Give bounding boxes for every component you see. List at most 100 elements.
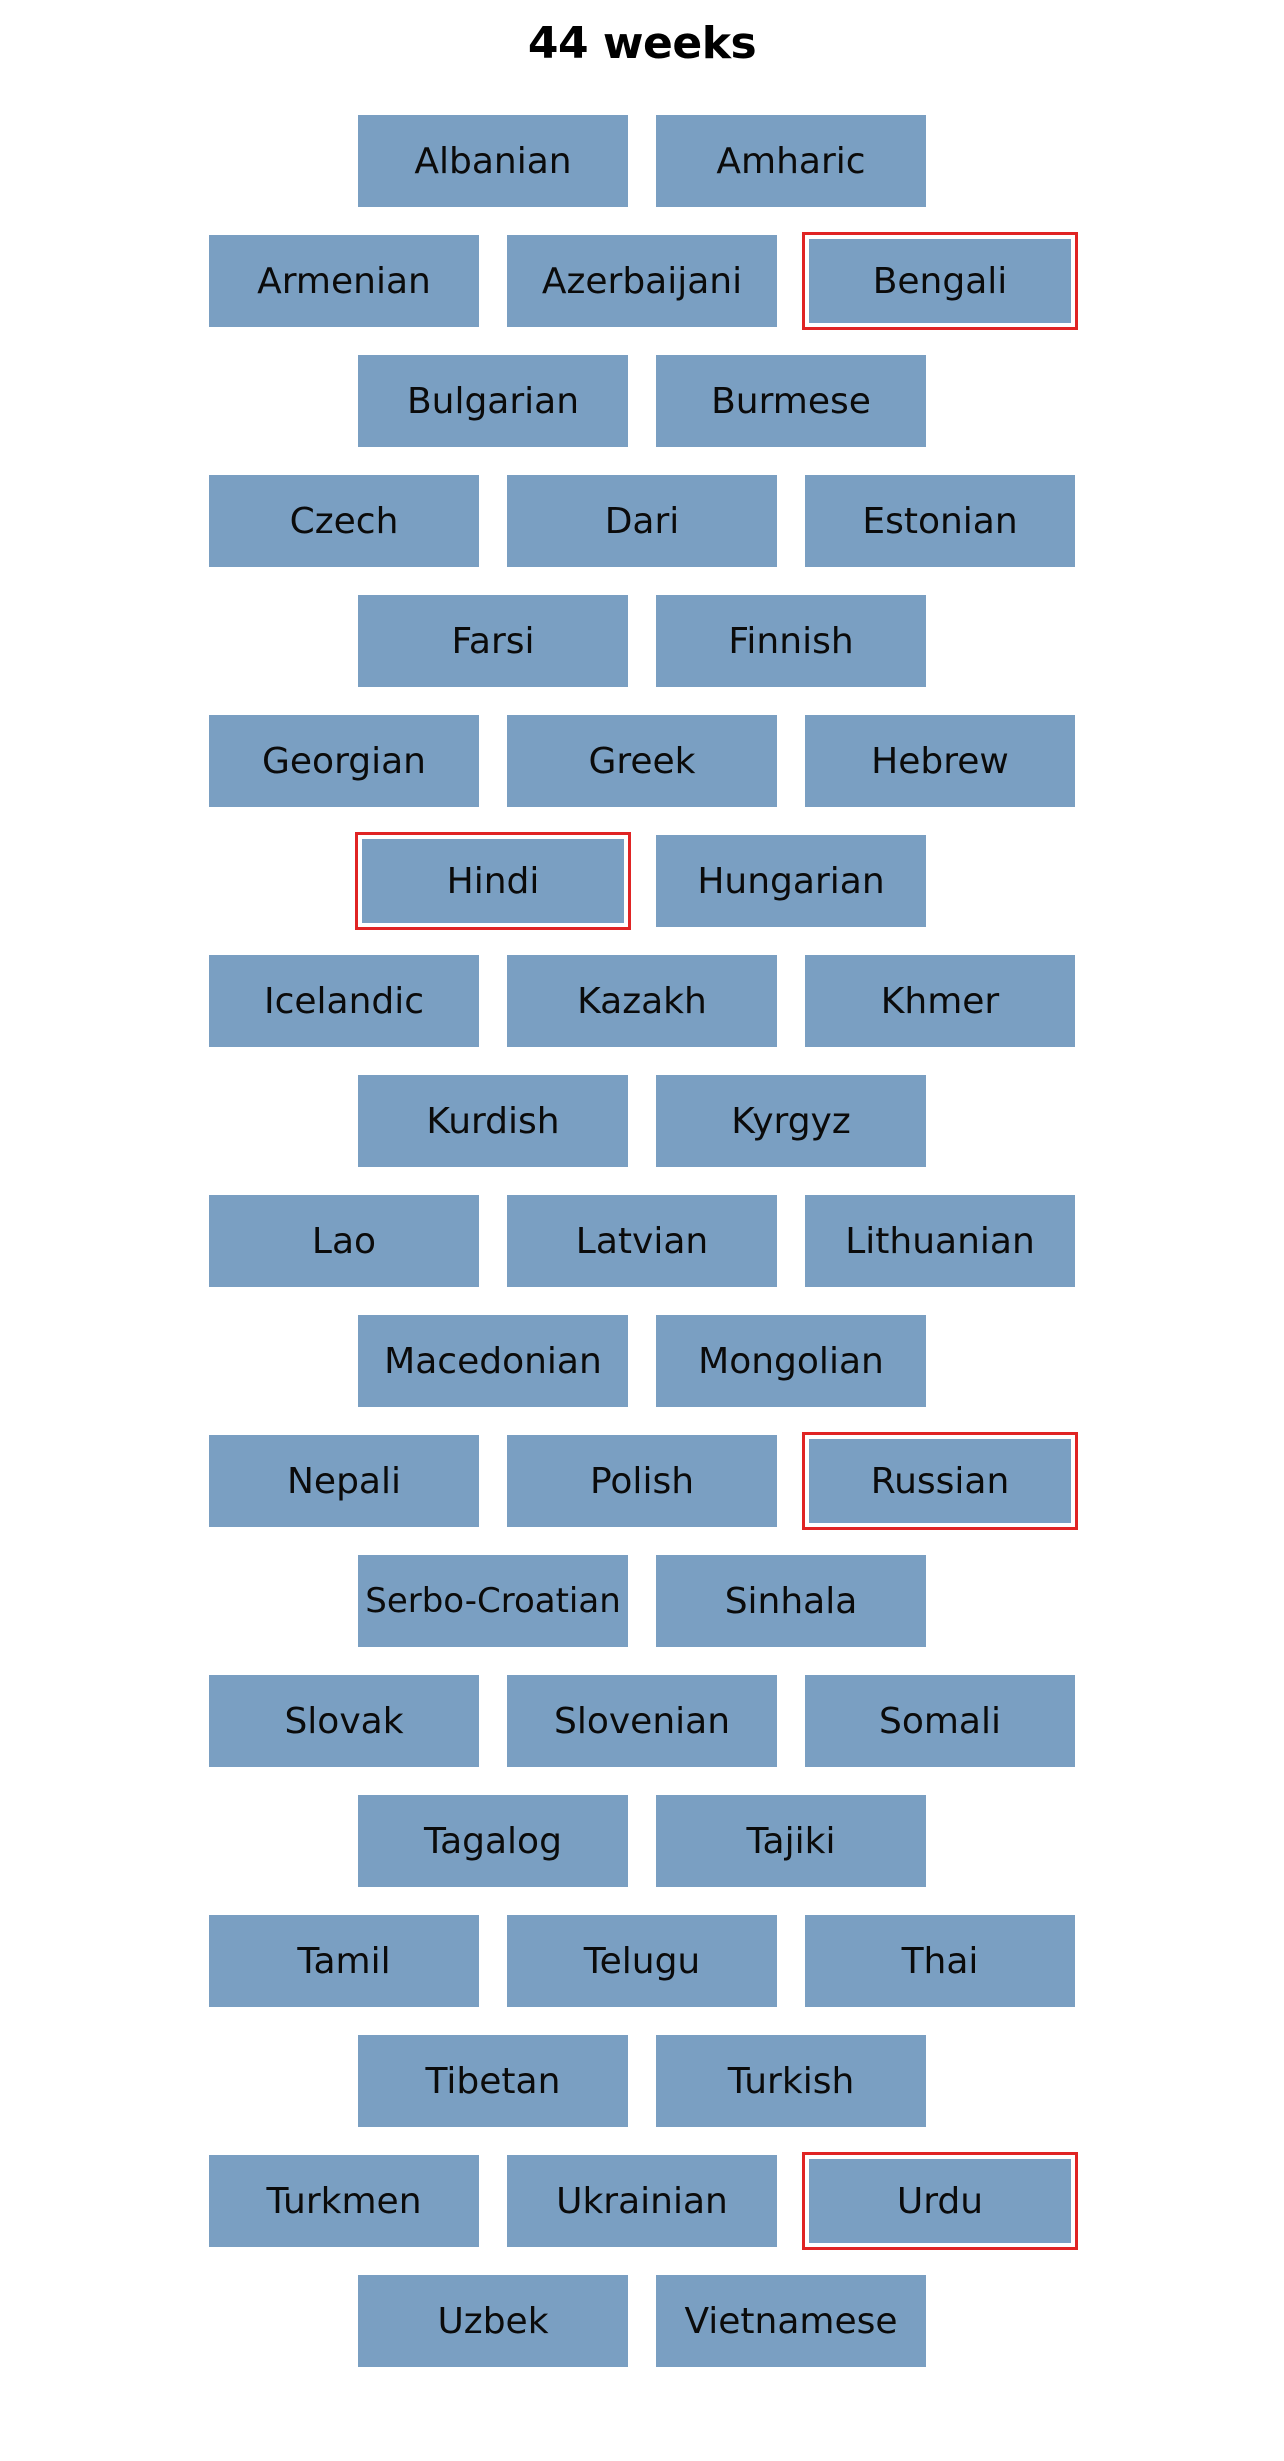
- tile-row: Serbo-Croatian Sinhala: [0, 1555, 1284, 1647]
- language-tile-tamil[interactable]: Tamil: [209, 1915, 479, 2007]
- language-tile-greek[interactable]: Greek: [507, 715, 777, 807]
- language-tile-turkish[interactable]: Turkish: [656, 2035, 926, 2127]
- language-label: Sinhala: [724, 1580, 858, 1622]
- language-label: Amharic: [716, 140, 866, 182]
- language-label: Latvian: [575, 1220, 709, 1262]
- tile-row: Turkmen Ukrainian Urdu: [0, 2152, 1284, 2250]
- language-label: Urdu: [896, 2180, 984, 2222]
- language-label: Uzbek: [437, 2300, 549, 2342]
- tile-row: Nepali Polish Russian: [0, 1432, 1284, 1530]
- language-label: Hungarian: [697, 860, 885, 902]
- tile-row: Farsi Finnish: [0, 595, 1284, 687]
- language-label: Tajiki: [746, 1820, 836, 1862]
- language-label: Ukrainian: [556, 2180, 728, 2222]
- language-tile-czech[interactable]: Czech: [209, 475, 479, 567]
- language-tile-dari[interactable]: Dari: [507, 475, 777, 567]
- tile-row: Tagalog Tajiki: [0, 1795, 1284, 1887]
- language-label: Serbo-Croatian: [365, 1581, 621, 1621]
- tile-row: Tibetan Turkish: [0, 2035, 1284, 2127]
- language-tile-hebrew[interactable]: Hebrew: [805, 715, 1075, 807]
- language-label: Farsi: [451, 620, 535, 662]
- language-tile-kazakh[interactable]: Kazakh: [507, 955, 777, 1047]
- language-tile-mongolian[interactable]: Mongolian: [656, 1315, 926, 1407]
- language-label: Kyrgyz: [731, 1100, 851, 1142]
- language-tile-hungarian[interactable]: Hungarian: [656, 835, 926, 927]
- language-label: Kurdish: [426, 1100, 560, 1142]
- language-tile-macedonian[interactable]: Macedonian: [358, 1315, 628, 1407]
- language-tile-icelandic[interactable]: Icelandic: [209, 955, 479, 1047]
- language-tile-nepali[interactable]: Nepali: [209, 1435, 479, 1527]
- language-label: Turkish: [727, 2060, 855, 2102]
- tile-row: Armenian Azerbaijani Bengali: [0, 232, 1284, 330]
- language-label: Hebrew: [871, 740, 1009, 782]
- language-label: Thai: [901, 1940, 979, 1982]
- language-tile-tajiki[interactable]: Tajiki: [656, 1795, 926, 1887]
- language-tile-hindi[interactable]: Hindi: [355, 832, 631, 930]
- language-tile-tibetan[interactable]: Tibetan: [358, 2035, 628, 2127]
- language-tile-telugu[interactable]: Telugu: [507, 1915, 777, 2007]
- language-label: Hindi: [446, 860, 540, 902]
- language-tile-bengali[interactable]: Bengali: [802, 232, 1078, 330]
- language-label: Telugu: [583, 1940, 701, 1982]
- language-tile-bulgarian[interactable]: Bulgarian: [358, 355, 628, 447]
- language-label: Albanian: [414, 140, 572, 182]
- language-tile-khmer[interactable]: Khmer: [805, 955, 1075, 1047]
- language-tile-polish[interactable]: Polish: [507, 1435, 777, 1527]
- language-label: Icelandic: [263, 980, 425, 1022]
- language-label: Kazakh: [577, 980, 707, 1022]
- language-label: Tibetan: [425, 2060, 561, 2102]
- language-label: Estonian: [862, 500, 1018, 542]
- language-tile-armenian[interactable]: Armenian: [209, 235, 479, 327]
- language-label: Slovak: [284, 1700, 404, 1742]
- language-label: Finnish: [728, 620, 854, 662]
- language-tile-thai[interactable]: Thai: [805, 1915, 1075, 2007]
- language-tile-azerbaijani[interactable]: Azerbaijani: [507, 235, 777, 327]
- page-title: 44 weeks: [527, 18, 757, 69]
- language-label: Mongolian: [698, 1340, 884, 1382]
- language-label: Burmese: [711, 380, 871, 422]
- language-tile-kurdish[interactable]: Kurdish: [358, 1075, 628, 1167]
- language-tile-slovak[interactable]: Slovak: [209, 1675, 479, 1767]
- language-label: Vietnamese: [684, 2300, 898, 2342]
- language-tile-turkmen[interactable]: Turkmen: [209, 2155, 479, 2247]
- language-tile-serbo-croatian[interactable]: Serbo-Croatian: [358, 1555, 628, 1647]
- language-tile-vietnamese[interactable]: Vietnamese: [656, 2275, 926, 2367]
- language-tile-somali[interactable]: Somali: [805, 1675, 1075, 1767]
- language-label: Georgian: [262, 740, 426, 782]
- language-tile-amharic[interactable]: Amharic: [656, 115, 926, 207]
- language-label: Armenian: [257, 260, 431, 302]
- language-label: Lithuanian: [845, 1220, 1035, 1262]
- language-label: Bengali: [872, 260, 1008, 302]
- language-tile-estonian[interactable]: Estonian: [805, 475, 1075, 567]
- tile-row: Kurdish Kyrgyz: [0, 1075, 1284, 1167]
- language-label: Czech: [289, 500, 399, 542]
- tile-row: Albanian Amharic: [0, 115, 1284, 207]
- language-tile-lao[interactable]: Lao: [209, 1195, 479, 1287]
- language-tile-georgian[interactable]: Georgian: [209, 715, 479, 807]
- tile-row: Slovak Slovenian Somali: [0, 1675, 1284, 1767]
- language-label: Tamil: [297, 1940, 391, 1982]
- language-tile-slovenian[interactable]: Slovenian: [507, 1675, 777, 1767]
- tile-row: Georgian Greek Hebrew: [0, 715, 1284, 807]
- language-label: Lao: [311, 1220, 377, 1262]
- language-label: Azerbaijani: [541, 260, 743, 302]
- language-tile-kyrgyz[interactable]: Kyrgyz: [656, 1075, 926, 1167]
- language-tile-ukrainian[interactable]: Ukrainian: [507, 2155, 777, 2247]
- language-tile-albanian[interactable]: Albanian: [358, 115, 628, 207]
- language-tile-tagalog[interactable]: Tagalog: [358, 1795, 628, 1887]
- language-label: Polish: [589, 1460, 695, 1502]
- language-tile-lithuanian[interactable]: Lithuanian: [805, 1195, 1075, 1287]
- language-tile-latvian[interactable]: Latvian: [507, 1195, 777, 1287]
- language-tile-russian[interactable]: Russian: [802, 1432, 1078, 1530]
- language-label: Khmer: [880, 980, 1000, 1022]
- language-tile-sinhala[interactable]: Sinhala: [656, 1555, 926, 1647]
- tile-row: Lao Latvian Lithuanian: [0, 1195, 1284, 1287]
- language-tile-farsi[interactable]: Farsi: [358, 595, 628, 687]
- language-label: Somali: [878, 1700, 1001, 1742]
- language-tile-finnish[interactable]: Finnish: [656, 595, 926, 687]
- language-tile-urdu[interactable]: Urdu: [802, 2152, 1078, 2250]
- language-tile-uzbek[interactable]: Uzbek: [358, 2275, 628, 2367]
- tile-row: Tamil Telugu Thai: [0, 1915, 1284, 2007]
- language-tile-burmese[interactable]: Burmese: [656, 355, 926, 447]
